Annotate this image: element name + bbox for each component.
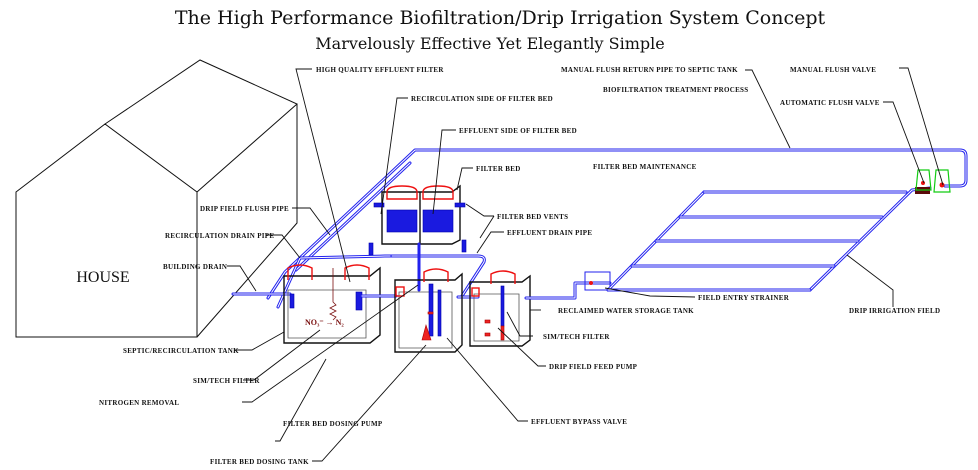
return-manifold-highlight: [809, 187, 931, 291]
float-1: [484, 319, 491, 324]
dosing-pump: [421, 323, 432, 341]
filter-bed-lid-right: [422, 185, 454, 200]
component-labels: HIGH QUALITY EFFLUENT FILTER RECIRCULATI…: [99, 66, 940, 466]
dosing-inlet-cap: [395, 286, 405, 297]
label-drip-field-feed-pump: DRIP FIELD FEED PUMP: [549, 363, 638, 371]
label-filter-bed-vents: FILTER BED VENTS: [497, 213, 568, 221]
return-manifold: [808, 186, 932, 292]
float-switch: [427, 311, 434, 315]
label-automatic-flush-valve: AUTOMATIC FLUSH VALVE: [780, 99, 880, 107]
label-effluent-side-of-filter-bed: EFFLUENT SIDE OF FILTER BED: [459, 127, 577, 135]
house-drawing: HOUSE: [15, 59, 298, 338]
filter-bed: [373, 184, 466, 292]
filter-media-left: [386, 209, 418, 233]
strainer-valve: [589, 281, 593, 285]
float-2: [484, 332, 491, 337]
label-effluent-drain-pipe: EFFLUENT DRAIN PIPE: [507, 229, 592, 237]
recirculation-drain-pipe: [276, 239, 486, 309]
house-roof: [104, 59, 298, 193]
flush-valves: [915, 169, 951, 194]
automatic-flush-valve-housing: [915, 169, 932, 191]
label-reclaimed-water-storage-tank: RECLAIMED WATER STORAGE TANK: [558, 307, 694, 315]
label-building-drain: BUILDING DRAIN: [163, 263, 227, 271]
label-recirculation-side-of-filter-bed: RECIRCULATION SIDE OF FILTER BED: [411, 95, 553, 103]
drip-irrigation-field: [606, 186, 932, 292]
house-side-wall: [196, 104, 298, 338]
dosing-pump-riser: [428, 283, 434, 337]
septic-riser-left: [287, 264, 313, 280]
tank-connector-pipe: [360, 294, 480, 299]
label-high-quality-effluent-filter: HIGH QUALITY EFFLUENT FILTER: [316, 66, 444, 74]
vent-post-right: [461, 239, 467, 253]
label-septic-recirculation-tank: SEPTIC/RECIRCULATION TANK: [123, 347, 239, 355]
label-drip-field-flush-pipe: DRIP FIELD FLUSH PIPE: [200, 205, 289, 213]
septic-inlet-tee: [289, 293, 295, 309]
label-filter-bed: FILTER BED: [476, 165, 521, 173]
septic-outlet-filter: [355, 291, 363, 311]
dosing-riser: [423, 268, 449, 282]
label-filter-bed-dosing-pump: FILTER BED DOSING PUMP: [283, 420, 383, 428]
septic-riser-right: [344, 264, 370, 280]
leader-lines: [227, 67, 944, 462]
label-nitrogen-removal: NITROGEN REMOVAL: [99, 399, 179, 407]
flush-return-pipe: [266, 148, 968, 300]
bypass-valve-riser: [437, 289, 442, 337]
label-drip-irrigation-field: DRIP IRRIGATION FIELD: [849, 307, 940, 315]
filter-bed-vent-right: [454, 202, 466, 208]
diagram-subtitle: Marvelously Effective Yet Elegantly Simp…: [315, 34, 664, 53]
label-filter-bed-maintenance: FILTER BED MAINTENANCE: [593, 163, 697, 171]
field-entry-strainer-box: [584, 271, 611, 291]
manual-flush-valve-housing: [933, 169, 951, 193]
label-recirculation-drain-pipe: RECIRCULATION DRAIN PIPE: [165, 232, 274, 240]
nitrogen-formula: NO₃⁻ → N₂: [305, 318, 344, 327]
house-front-wall: [15, 123, 198, 338]
nitrogen-gas-arrow: [329, 268, 337, 321]
reclaimed-riser: [490, 270, 516, 284]
label-manual-flush-valve: MANUAL FLUSH VALVE: [790, 66, 876, 74]
manual-flush-valve-icon: [939, 182, 945, 188]
filter-media-right: [422, 209, 454, 233]
label-biofiltration-treatment-process: BIOFILTRATION TREATMENT PROCESS: [603, 86, 748, 94]
drip-field-flush-pipe: [294, 161, 412, 272]
vent-post-left: [368, 242, 374, 256]
label-sim-tech-filter-1: SIM/TECH FILTER: [193, 377, 260, 385]
label-field-entry-strainer: FIELD ENTRY STRAINER: [698, 294, 790, 302]
diagram-title: The High Performance Biofiltration/Drip …: [175, 7, 826, 29]
label-sim-tech-filter-2: SIM/TECH FILTER: [543, 333, 610, 341]
label-manual-flush-return-pipe: MANUAL FLUSH RETURN PIPE TO SEPTIC TANK: [561, 66, 738, 74]
septic-recirculation-tank: NO₃⁻ → N₂: [283, 264, 381, 344]
filter-bed-lid-left: [386, 185, 418, 200]
filter-bed-dosing-tank: [394, 268, 463, 353]
label-effluent-bypass-valve: EFFLUENT BYPASS VALVE: [531, 418, 627, 426]
reclaimed-water-storage-tank: [469, 270, 531, 347]
label-filter-bed-dosing-tank: FILTER BED DOSING TANK: [210, 458, 309, 466]
reclaimed-inlet-cap: [471, 287, 480, 297]
field-feed-pipe: [524, 271, 612, 300]
sim-tech-filter-riser: [500, 285, 505, 327]
house-label: HOUSE: [76, 269, 129, 286]
filter-bed-vent-left: [373, 202, 385, 208]
drip-feed-pump: [500, 325, 505, 341]
